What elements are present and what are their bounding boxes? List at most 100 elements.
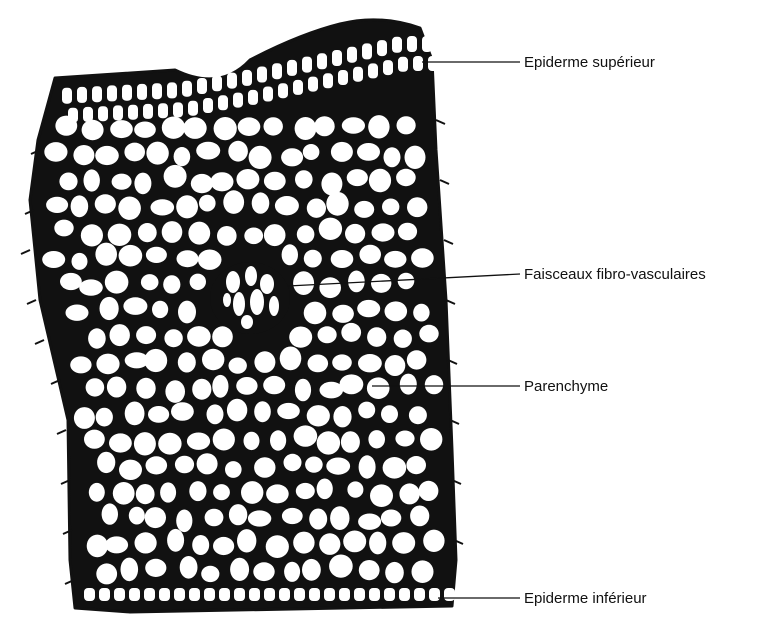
parenchyma-cell: [167, 529, 184, 552]
parenchyma-cell: [236, 377, 257, 395]
epidermis-cell: [249, 588, 260, 601]
epidermis-cell: [248, 90, 258, 105]
parenchyma-cell: [348, 271, 365, 293]
parenchyma-cell: [110, 324, 130, 346]
label-vascular-bundles: Faisceaux fibro-vasculaires: [524, 266, 706, 283]
parenchyma-cell: [212, 326, 233, 347]
parenchyma-cell: [211, 172, 234, 191]
parenchyma-cell: [326, 458, 350, 475]
epidermis-cell: [83, 107, 93, 122]
parenchyma-cell: [248, 510, 271, 526]
parenchyma-cell: [134, 432, 156, 455]
parenchyma-cell: [358, 402, 375, 419]
parenchyma-cell: [367, 377, 390, 399]
epidermis-cell: [377, 40, 387, 56]
parenchyma-cell: [241, 481, 263, 504]
parenchyma-cell: [266, 484, 289, 503]
parenchyma-cell: [187, 433, 210, 450]
label-upper-epidermis: Epiderme supérieur: [524, 54, 655, 71]
epidermis-cell: [369, 588, 380, 601]
epidermis-cell: [152, 83, 162, 99]
parenchyma-cell: [95, 146, 119, 165]
parenchyma-cell: [144, 349, 167, 372]
parenchyma-cell: [214, 117, 237, 140]
parenchyma-cell: [392, 532, 415, 554]
wall-projection: [440, 180, 449, 184]
parenchyma-cell: [357, 143, 380, 161]
parenchyma-cell: [108, 224, 132, 246]
parenchyma-cell: [201, 566, 219, 582]
parenchyma-cell: [266, 535, 289, 558]
parenchyma-cell: [138, 223, 157, 242]
parenchyma-cell: [178, 352, 196, 372]
parenchyma-cell: [341, 431, 360, 453]
parenchyma-cell: [340, 374, 364, 394]
epidermis-cell: [218, 95, 228, 110]
parenchyma-cell: [398, 223, 417, 241]
epidermis-cell: [62, 88, 72, 104]
epidermis-cell: [159, 588, 170, 601]
parenchyma-cell: [282, 508, 303, 524]
parenchyma-cell: [330, 506, 349, 530]
parenchyma-cell: [309, 509, 327, 530]
epidermis-cell: [317, 53, 327, 69]
parenchyma-cell: [317, 479, 333, 500]
wall-projection: [27, 300, 36, 304]
parenchyma-cell: [165, 380, 185, 403]
parenchyma-cell: [354, 201, 374, 218]
parenchyma-cell: [225, 461, 242, 478]
epidermis-cell: [84, 588, 95, 601]
epidermis-cell: [203, 98, 213, 113]
epidermis-cell: [308, 77, 318, 92]
parenchyma-cell: [84, 169, 100, 191]
parenchyma-cell: [141, 274, 159, 290]
parenchyma-cell: [318, 326, 337, 343]
parenchyma-cell: [368, 430, 385, 448]
parenchyma-cell: [180, 556, 198, 579]
parenchyma-cell: [385, 562, 404, 583]
parenchyma-cell: [188, 222, 210, 245]
parenchyma-cell: [192, 379, 211, 400]
epidermis-cell: [413, 56, 423, 71]
epidermis-cell: [347, 47, 357, 63]
epidermis-cell: [278, 83, 288, 98]
parenchyma-cell: [44, 142, 67, 162]
parenchyma-cell: [228, 141, 248, 162]
parenchyma-cell: [423, 530, 444, 552]
parenchyma-cell: [347, 481, 363, 497]
parenchyma-cell: [229, 504, 247, 525]
parenchyma-cell: [97, 452, 115, 473]
epidermis-cell: [129, 588, 140, 601]
parenchyma-cell: [230, 558, 249, 581]
parenchyma-cell: [307, 405, 330, 426]
parenchyma-cell: [236, 169, 259, 189]
parenchyma-cell: [331, 142, 353, 162]
epidermis-cell: [188, 101, 198, 116]
parenchyma-cell: [174, 147, 191, 166]
wall-projection: [21, 250, 30, 254]
parenchyma-cell: [54, 220, 73, 237]
parenchyma-cell: [412, 560, 434, 583]
parenchyma-cell: [244, 432, 260, 450]
epidermis-cell: [324, 588, 335, 601]
parenchyma-cell: [409, 406, 427, 424]
parenchyma-cell: [399, 483, 419, 504]
parenchyma-cell: [118, 197, 141, 220]
parenchyma-cell: [371, 274, 391, 293]
parenchyma-cell: [252, 192, 270, 213]
parenchyma-cell: [296, 483, 315, 499]
parenchyma-cell: [171, 402, 194, 421]
epidermis-cell: [264, 588, 275, 601]
parenchyma-cell: [343, 531, 366, 553]
parenchyma-cell: [190, 274, 206, 290]
parenchyma-cell: [84, 430, 105, 449]
epidermis-cell: [234, 588, 245, 601]
parenchyma-cell: [314, 116, 334, 136]
parenchyma-cell: [420, 428, 442, 451]
parenchyma-cell: [73, 145, 94, 165]
parenchyma-cell: [146, 247, 167, 263]
parenchyma-cell: [223, 190, 244, 214]
parenchyma-cell: [384, 147, 401, 167]
parenchyma-cell: [105, 271, 129, 294]
